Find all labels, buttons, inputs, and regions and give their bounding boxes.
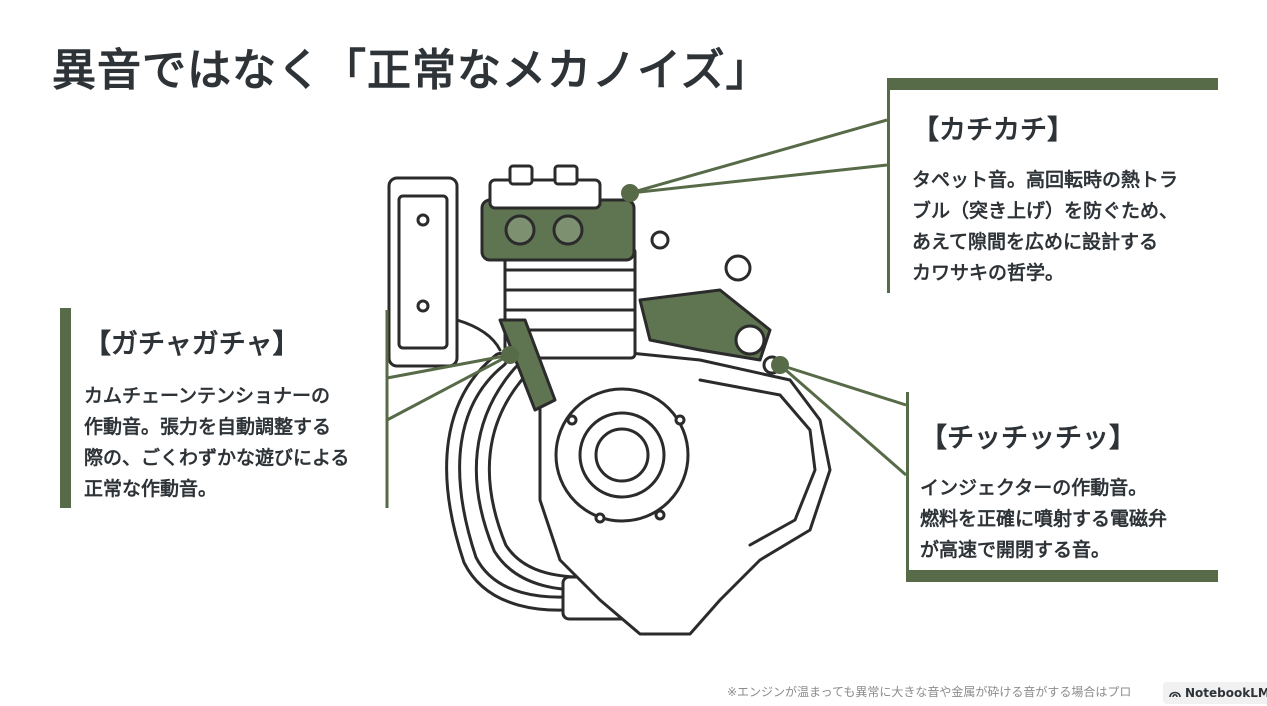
callout-heading: 【カチカチ】 bbox=[912, 115, 1074, 146]
notebooklm-logo-icon bbox=[1169, 691, 1181, 698]
badge-label: NotebookLM bbox=[1185, 686, 1267, 700]
chain-leader-1 bbox=[386, 353, 511, 380]
page-title: 異音ではなく「正常なメカノイズ」 bbox=[52, 45, 771, 96]
injector-dot bbox=[771, 356, 789, 374]
accent-bars bbox=[60, 78, 1218, 582]
tappet-dot bbox=[621, 184, 639, 202]
leader-lines bbox=[386, 118, 907, 477]
chain-side-bar bbox=[60, 308, 71, 508]
callout-injector: 【チッチッチッ】 インジェクターの作動音。 燃料を正確に噴射する電磁弁 が高速で… bbox=[920, 416, 1230, 566]
injector-leader-1 bbox=[779, 363, 907, 407]
chain-dot bbox=[501, 346, 519, 364]
callout-body: カムチェーンテンショナーの 作動音。張力を自動調整する 際の、ごくわずかな遊びに… bbox=[84, 385, 350, 500]
callout-chain: 【ガチャガチャ】 カムチェーンテンショナーの 作動音。張力を自動調整する 際の、… bbox=[84, 322, 394, 505]
injector-bottom-bar bbox=[906, 570, 1218, 582]
cam-chain-tensioner bbox=[498, 318, 557, 412]
callout-tappet: 【カチカチ】 タペット音。高回転時の熱トラ ブル（突き上げ）を防ぐため、 あえて… bbox=[912, 108, 1232, 289]
tappet-leader-1 bbox=[629, 118, 888, 195]
chain-leader-2 bbox=[386, 353, 511, 422]
callout-body: タペット音。高回転時の熱トラ ブル（突き上げ）を防ぐため、 あえて隙間を広めに設… bbox=[912, 169, 1179, 284]
injector-side-bar bbox=[906, 392, 909, 582]
callout-heading: 【ガチャガチャ】 bbox=[84, 329, 300, 360]
engine-illustration bbox=[387, 164, 832, 636]
callout-heading: 【チッチッチッ】 bbox=[920, 423, 1136, 454]
injector-leader-2 bbox=[779, 363, 907, 477]
tappet-top-bar bbox=[890, 78, 1218, 90]
notebooklm-badge[interactable]: NotebookLM bbox=[1163, 682, 1267, 704]
footnote: ※エンジンが温まっても異常に大きな音や金属が砕ける音がする場合はプロ bbox=[727, 685, 1132, 699]
tappet-leader-2 bbox=[629, 163, 888, 195]
callout-body: インジェクターの作動音。 燃料を正確に噴射する電磁弁 が高速で開閉する音。 bbox=[920, 477, 1168, 561]
tappet-side-bar bbox=[887, 78, 890, 293]
leader-dots bbox=[501, 184, 789, 374]
